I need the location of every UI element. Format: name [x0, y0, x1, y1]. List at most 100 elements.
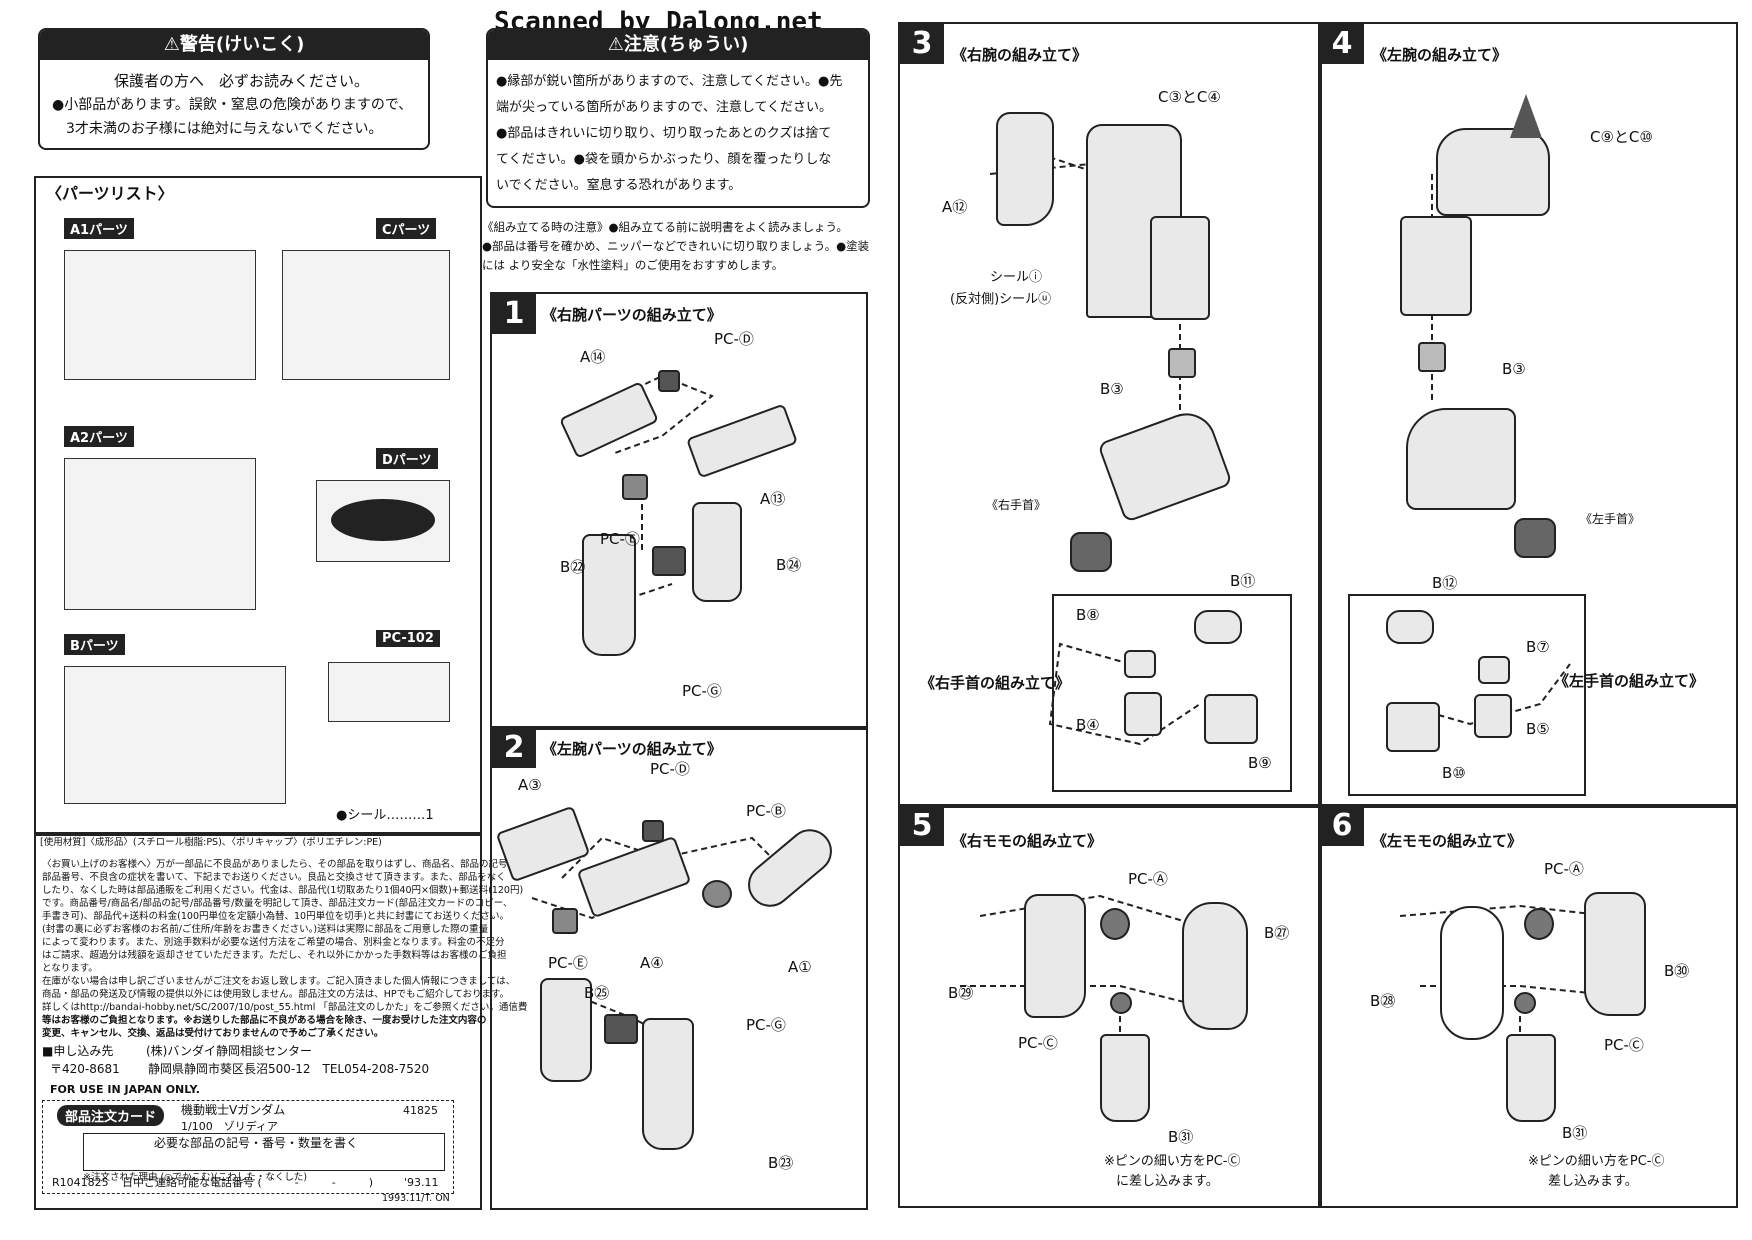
runner-tag-b: Bパーツ	[64, 634, 125, 655]
part-b31	[1100, 1034, 1150, 1122]
runner-b	[64, 666, 286, 804]
caution-line-5: いでください。窒息する恐れがあります。	[496, 178, 742, 193]
label-b8: B⑧	[1076, 606, 1100, 624]
runner-tag-pc102: PC-102	[376, 630, 440, 647]
part-pc-d	[658, 370, 680, 392]
left-wrist-subassembly: B⑫ B⑦ B⑤ B⑩	[1348, 574, 1586, 796]
japan-only-text: FOR USE IN JAPAN ONLY.	[50, 1083, 200, 1096]
step-4-panel: 4 《左腕の組み立て》 C⑨とC⑩ B③ 《左手首》 B⑫ B⑦ B⑤ B⑩ 《…	[1318, 22, 1738, 808]
part-a12	[996, 112, 1054, 226]
label-pc-b: PC-Ⓑ	[746, 802, 786, 820]
label-seal-u: (反対側)シールⓤ	[950, 292, 1052, 307]
part-b31	[1506, 1034, 1556, 1122]
step-1-connection-lines	[581, 374, 714, 613]
part-b12	[1386, 610, 1434, 644]
label-left-wrist: 《左手首》	[1580, 512, 1641, 526]
label-b3-left: B③	[1502, 360, 1526, 378]
label-b28: B㉘	[1370, 992, 1396, 1010]
label-b7: B⑦	[1526, 638, 1550, 656]
runner-pc102	[328, 662, 450, 722]
step-2-panel: 2 《左腕パーツの組み立て》 PC-Ⓓ A③ PC-Ⓑ PC-Ⓔ A④ A① B…	[490, 726, 868, 1210]
step-5-number: 5	[900, 806, 944, 846]
caution-line-1: ●縁部が鋭い箇所がありますので、注意してください。●先	[496, 74, 843, 89]
address-postal: 〒420-8681	[50, 1062, 120, 1076]
part-pc-a	[1524, 908, 1554, 940]
label-pc-a: PC-Ⓐ	[1544, 860, 1584, 878]
order-card-id: R1041825	[52, 1176, 109, 1189]
label-pc-d: PC-Ⓓ	[650, 760, 690, 778]
part-b4	[1124, 692, 1162, 736]
order-card-phone[interactable]: 日中ご連絡可能な電話番号 ( - - )	[122, 1176, 374, 1189]
part-pc-e	[552, 908, 578, 934]
order-card: 部品注文カード 機動戦士Vガンダム 41825 1/100 ゾリディア 必要な部…	[42, 1100, 454, 1194]
step-2-number: 2	[492, 728, 536, 768]
warning-box: ⚠警告(けいこく) 保護者の方へ 必ずお読みください。 ●小部品があります。誤飲…	[38, 28, 430, 150]
part-upper-arm-left	[1400, 216, 1472, 316]
order-card-title: 部品注文カード	[57, 1105, 165, 1126]
part-pc-e	[622, 474, 648, 500]
label-b12: B⑫	[1432, 574, 1458, 592]
order-card-reason: ※注文された理由 (◎でかこむ)(こわした・なくした)	[83, 1172, 308, 1183]
order-card-code: 41825	[403, 1104, 438, 1117]
label-c9-c10: C⑨とC⑩	[1590, 128, 1653, 146]
step-1-panel: 1 《右腕パーツの組み立て》 PC-Ⓓ A⑭ A⑬ PC-Ⓔ B㉒ B㉔ PC-…	[490, 292, 868, 730]
caution-box: ⚠注意(ちゅうい) ●縁部が鋭い箇所がありますので、注意してください。●先 端が…	[486, 28, 870, 208]
part-pc-g	[652, 546, 686, 576]
warning-line-1: 保護者の方へ 必ずお読みください。	[114, 72, 370, 90]
address-company: (株)バンダイ静岡相談センター	[146, 1044, 312, 1058]
label-b11: B⑪	[1230, 572, 1256, 590]
label-pc-d: PC-Ⓓ	[714, 330, 754, 348]
part-pc-a	[1100, 908, 1130, 940]
step-1-number: 1	[492, 294, 536, 334]
order-card-parts-field[interactable]: 必要な部品の記号・番号・数量を書く	[83, 1133, 445, 1171]
part-pc-g	[604, 1014, 638, 1044]
label-b30: B㉚	[1664, 962, 1690, 980]
part-pc-b	[702, 880, 732, 908]
part-b5	[1474, 694, 1512, 738]
step-6-number: 6	[1320, 806, 1364, 846]
left-wrist-title: 《左手首の組み立て》	[1554, 672, 1705, 690]
label-pc-g: PC-Ⓖ	[682, 682, 722, 700]
label-pc-e: PC-Ⓔ	[548, 954, 588, 972]
runner-tag-a2: A2パーツ	[64, 426, 134, 447]
part-b25	[540, 978, 592, 1082]
label-b23: B㉓	[768, 1154, 794, 1172]
part-left-hand	[1514, 518, 1556, 558]
label-b10: B⑩	[1442, 764, 1466, 782]
caution-title: ⚠注意(ちゅうい)	[488, 30, 868, 60]
step-6-title: 《左モモの組み立て》	[1372, 832, 1523, 850]
materials-text: [使用材質]〈成形品〉(スチロール樹脂:PS)、〈ポリキャップ〉(ポリエチレン:…	[40, 837, 382, 848]
part-right-hand	[1070, 532, 1112, 572]
caution-line-2: 端が尖っている箇所がありますので、注意してください。	[496, 100, 833, 115]
customer-notice-box: [使用材質]〈成形品〉(スチロール樹脂:PS)、〈ポリキャップ〉(ポリエチレン:…	[34, 832, 528, 1210]
runner-c	[282, 250, 450, 380]
label-b25: B㉕	[584, 984, 610, 1002]
part-b8	[1124, 650, 1156, 678]
step-6-note-2: 差し込みます。	[1548, 1174, 1638, 1189]
label-pc-c: PC-Ⓒ	[1018, 1034, 1058, 1052]
order-card-footer: 1993.11/T. ON	[382, 1193, 450, 1204]
label-b5: B⑤	[1526, 720, 1550, 738]
step-6-note-1: ※ピンの細い方をPC-Ⓒ	[1528, 1154, 1665, 1169]
address-street: 静岡県静岡市葵区長沼500-12 TEL054-208-7520	[148, 1062, 430, 1076]
label-b9: B⑨	[1248, 754, 1272, 772]
part-pc-d	[642, 820, 664, 842]
part-b3	[1168, 348, 1196, 378]
label-pc-a: PC-Ⓐ	[1128, 870, 1168, 888]
runner-a1	[64, 250, 256, 380]
parts-list-box: 〈パーツリスト〉 A1パーツ Cパーツ A2パーツ Dパーツ Bパーツ PC-1…	[34, 176, 482, 836]
label-b4: B④	[1076, 716, 1100, 734]
label-pc-e: PC-Ⓔ	[600, 530, 640, 548]
label-b3: B③	[1100, 380, 1124, 398]
part-upper-arm	[1150, 216, 1210, 320]
address-label: ■申し込み先	[42, 1044, 114, 1058]
order-card-product: 機動戦士Vガンダム	[181, 1103, 286, 1117]
part-b23	[642, 1018, 694, 1150]
runner-tag-c: Cパーツ	[376, 218, 437, 239]
part-b11	[1194, 610, 1242, 644]
label-a3: A③	[518, 776, 542, 794]
customer-notice-text: 〈お買い上げのお客様へ〉万が一部品に不良品がありましたら、その部品を取りはずし、…	[42, 859, 528, 1039]
part-b28	[1440, 906, 1504, 1040]
part-pc-c	[1514, 992, 1536, 1014]
step-4-title: 《左腕の組み立て》	[1372, 46, 1508, 64]
